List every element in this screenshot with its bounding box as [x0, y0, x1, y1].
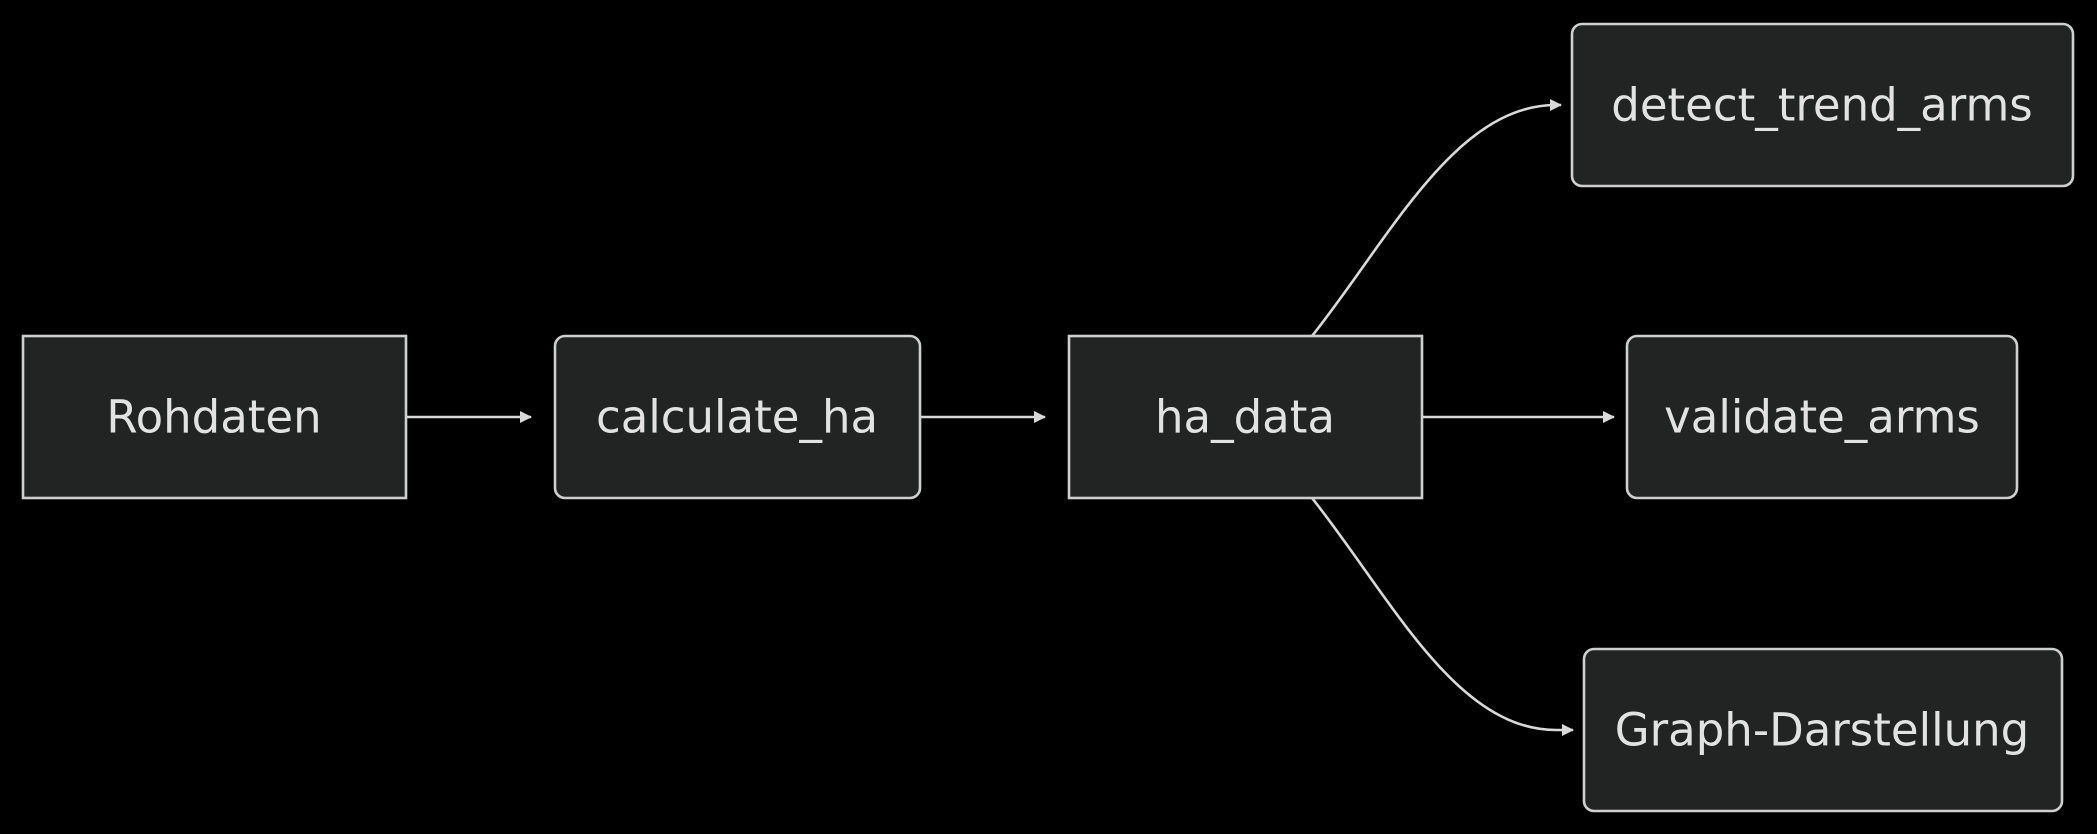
- node-calculate-ha[interactable]: calculate_ha: [553, 334, 922, 500]
- edge-ha-data-to-detect-trend-arms: [1310, 99, 1562, 337]
- node-calculate-ha-box: [553, 334, 922, 500]
- node-graph-darstellung[interactable]: Graph-Darstellung: [1582, 647, 2064, 813]
- node-detect-trend-arms-box: [1570, 22, 2075, 188]
- node-validate-arms-box: [1625, 334, 2019, 500]
- node-ha-data-label: ha_data: [1155, 391, 1335, 444]
- node-calculate-ha-label: calculate_ha: [596, 391, 878, 444]
- node-validate-arms-label: validate_arms: [1664, 391, 1980, 444]
- edge-ha-data-to-graph-darstellung: [1310, 497, 1574, 736]
- node-detect-trend-arms-label: detect_trend_arms: [1611, 79, 2032, 132]
- node-ha-data[interactable]: ha_data: [1067, 334, 1424, 500]
- edges: [406, 99, 1615, 736]
- node-graph-darstellung-label: Graph-Darstellung: [1615, 704, 2029, 757]
- node-rohdaten[interactable]: Rohdaten: [21, 334, 408, 500]
- node-detect-trend-arms[interactable]: detect_trend_arms: [1570, 22, 2075, 188]
- node-ha-data-box: [1067, 334, 1424, 500]
- node-validate-arms[interactable]: validate_arms: [1625, 334, 2019, 500]
- node-rohdaten-label: Rohdaten: [106, 391, 321, 444]
- node-rohdaten-box: [21, 334, 408, 500]
- node-graph-darstellung-box: [1582, 647, 2064, 813]
